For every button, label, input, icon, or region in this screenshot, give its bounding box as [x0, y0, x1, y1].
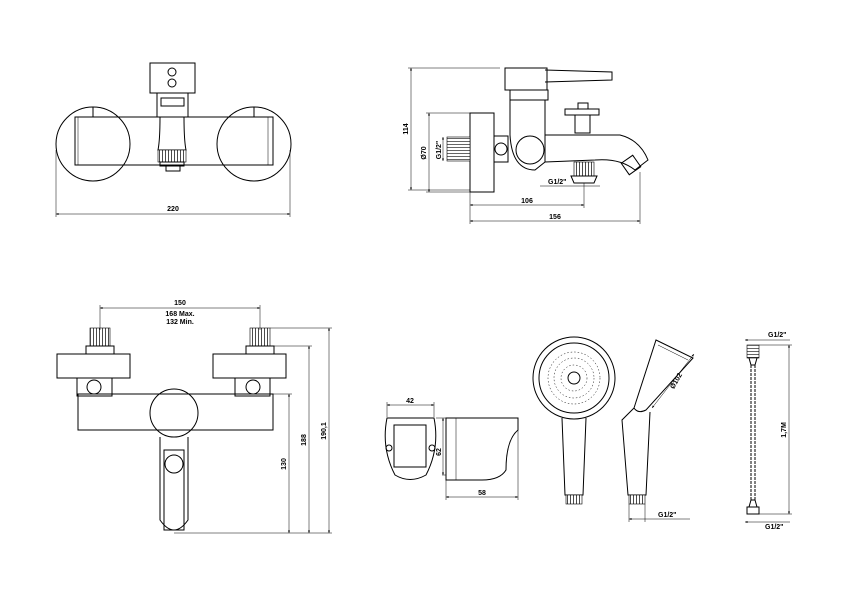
hose-thread-top-label: G1/2": [768, 332, 787, 339]
hose-length-label: 1,7M: [781, 422, 788, 438]
shower-mixer-view: [56, 327, 287, 531]
side-length-short-label: 106: [521, 198, 533, 205]
dimension-front-width: 220: [55, 150, 291, 217]
shower-height-inner-label: 188: [301, 434, 308, 446]
dimension-side-lengths: 106 156: [469, 172, 641, 224]
holder-width-label: 42: [406, 398, 414, 405]
front-width-label: 220: [167, 206, 179, 213]
side-inlet-thread-label: G1/2": [436, 141, 443, 160]
dimension-side-outlet-thread: G1/2": [540, 179, 600, 187]
side-diameter-label: Ø70: [421, 146, 428, 159]
side-length-total-label: 156: [549, 214, 561, 221]
hand-shower-side: [621, 339, 694, 505]
dimension-side-diameter: Ø70: [421, 112, 470, 193]
shower-head-diameter-label: Ø102: [669, 372, 684, 390]
shower-height-lever-label: 130: [281, 458, 288, 470]
side-outlet-thread-label: G1/2": [548, 179, 567, 186]
holder-side-view: [445, 417, 519, 481]
shower-height-outer-label: 190,1: [321, 422, 328, 440]
connector-spacing-label: 150: [174, 300, 186, 307]
holder-depth-label: 58: [478, 490, 486, 497]
dimension-holder: 42 62 58: [386, 398, 519, 500]
holder-height-label: 62: [436, 448, 443, 456]
hand-shower-thread-label: G1/2": [658, 512, 677, 519]
dimension-connector-spacing: 150 168 Max. 132 Min.: [99, 300, 261, 330]
hose-thread-bottom-label: G1/2": [765, 524, 784, 531]
connector-spacing-min-label: 132 Min.: [166, 319, 194, 326]
side-view: [446, 67, 649, 193]
front-view: [55, 62, 292, 182]
dimension-side-inlet-thread: G1/2": [436, 137, 444, 161]
dimension-side-height: 114: [403, 67, 500, 191]
hose-view: [746, 344, 760, 515]
connector-spacing-max-label: 168 Max.: [165, 311, 194, 318]
hand-shower-front: [532, 336, 616, 505]
dimension-hose: G1/2" 1,7M G1/2": [745, 332, 792, 531]
dimension-shower-heights: 130 188 190,1: [174, 327, 332, 534]
side-height-label: 114: [403, 123, 410, 134]
holder-front-view: [384, 417, 437, 480]
